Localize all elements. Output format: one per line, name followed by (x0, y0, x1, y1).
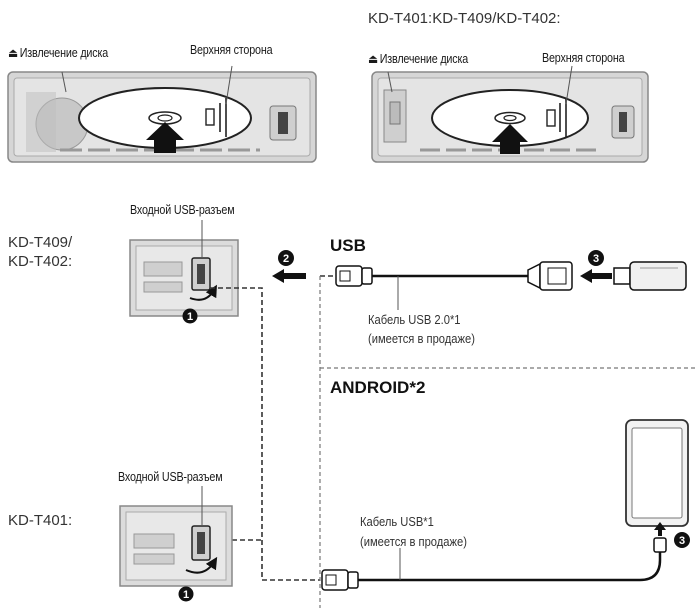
disc-left (61, 65, 252, 153)
eject-icon: ⏏ (368, 52, 378, 66)
android-cable-label-line2: (имеется в продаже) (360, 534, 467, 549)
model-label-middle-line1: KD-T409/ (8, 234, 73, 251)
svg-text:2: 2 (283, 253, 289, 265)
eject-disc-label-right: ⏏Извлечение диска (368, 52, 469, 66)
svg-text:1: 1 (183, 589, 189, 601)
usb-flash-drive (613, 261, 687, 291)
stereo-panel-bottom (119, 486, 233, 587)
top-side-label-right: Верхняя сторона (542, 51, 625, 65)
usb-input-label-middle: Входной USB-разъем (130, 203, 235, 217)
android-heading: ANDROID*2 (330, 378, 426, 397)
svg-text:3: 3 (593, 253, 599, 265)
stereo-panel-middle (129, 220, 239, 317)
step-badge-3-android: 3 (674, 532, 690, 548)
eject-disc-label-left: ⏏Извлечение диска (8, 46, 109, 60)
usb-heading: USB (330, 236, 366, 255)
usb-cable-label-line2: (имеется в продаже) (368, 331, 475, 346)
step-badge-2: 2 (278, 250, 294, 266)
android-usb-cable (321, 537, 667, 591)
android-cable-label-line1: Кабель USB*1 (360, 514, 434, 529)
usb-input-label-bottom: Входной USB-разъем (118, 470, 223, 484)
disc-right (387, 65, 589, 154)
insert-arrow-2 (272, 269, 306, 283)
insert-arrow-3 (580, 269, 612, 283)
usb-cable-label-line1: Кабель USB 2.0*1 (368, 312, 461, 327)
top-side-label-left: Верхняя сторона (190, 43, 273, 57)
svg-text:3: 3 (679, 535, 685, 547)
smartphone (625, 419, 689, 536)
connection-lines (210, 275, 696, 608)
model-label-middle-line2: KD-T402: (8, 253, 73, 270)
svg-text:1: 1 (187, 311, 193, 323)
step-badge-1-middle: 1 (182, 308, 198, 324)
model-label-top-right: KD-T401:KD-T409/KD-T402: (368, 10, 561, 27)
model-label-bottom: KD-T401: (8, 512, 73, 529)
step-badge-1-bottom: 1 (178, 586, 194, 602)
eject-icon: ⏏ (8, 46, 18, 60)
step-badge-3-usb: 3 (588, 250, 604, 266)
usb-cable (335, 261, 573, 310)
